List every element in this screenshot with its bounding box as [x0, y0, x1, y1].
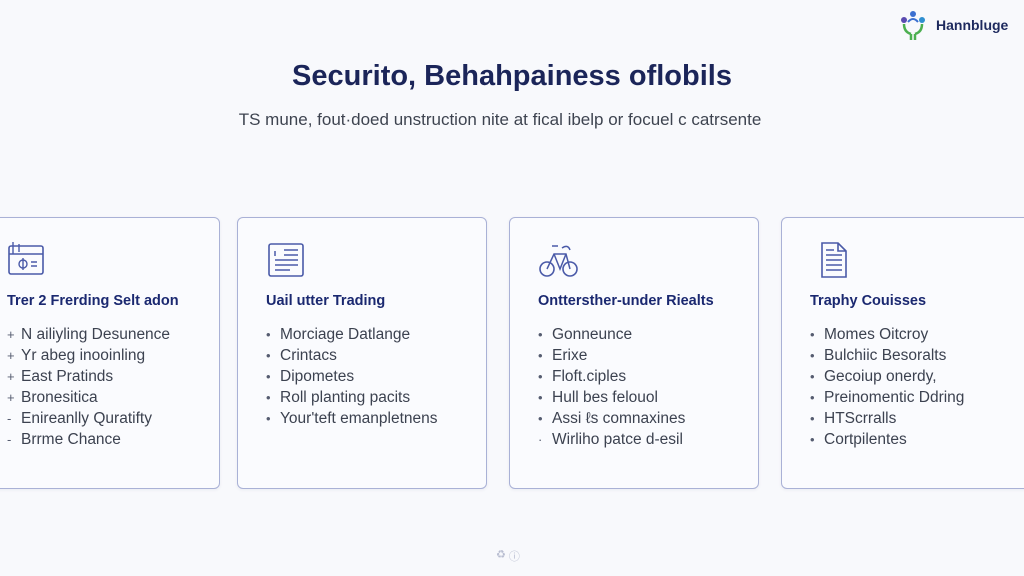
list-item: •Erixe: [538, 347, 588, 364]
card-1: Trer 2 Frerding Selt adon +N ailiyling D…: [0, 217, 220, 489]
card-list: •Momes Oitcroy •Bulchiic Besoralts •Geco…: [810, 324, 964, 450]
list-item: +N ailiyling Desunence: [7, 326, 171, 343]
brand-logo: Hannbluge: [896, 10, 1008, 40]
slide-pager: ♻ ⓘ: [496, 548, 520, 564]
list-item: •Morciage Datlange: [266, 326, 411, 343]
accessibility-icon[interactable]: ♻: [496, 549, 506, 561]
people-tree-logo-icon: [901, 11, 925, 40]
list-item: -Brrme Chance: [7, 431, 121, 448]
list-item: +Yr abeg inooinling: [7, 347, 146, 364]
card-4: Traphy Couisses •Momes Oitcroy •Bulchiic…: [781, 217, 1024, 489]
list-item: •HTScrralls: [810, 410, 897, 427]
list-item: •Preinomentic Ddring: [810, 389, 965, 406]
list-item: •Bulchiic Besoralts: [810, 347, 947, 364]
list-item: •Your'teft emanpletnens: [266, 410, 438, 427]
page-subtitle: TS mune, fout·doed unstruction nite at f…: [238, 110, 762, 129]
list-item: •Gonneunce: [538, 326, 633, 343]
list-item: +East Pratinds: [7, 368, 114, 385]
bicycle-icon: [539, 245, 578, 277]
list-item: ·Wirliho patce d-esil: [538, 431, 683, 448]
card-list: •Morciage Datlange •Crintacs •Dipometes …: [266, 324, 438, 429]
card-title: Traphy Couisses: [810, 293, 927, 309]
card-title: Uail utter Trading: [266, 293, 386, 309]
list-item: •Momes Oitcroy: [810, 326, 929, 343]
list-item: •Assi ℓs comnaxines: [538, 410, 686, 427]
list-item: •Dipometes: [266, 368, 355, 385]
list-item: •Cortpilentes: [810, 431, 907, 448]
folder-dollar-icon: [8, 242, 44, 275]
brand-name: Hannbluge: [936, 17, 1009, 33]
page-title: Securito, Behahpainess oflobils: [292, 60, 732, 92]
card-title: Onttersther-under Riealts: [538, 293, 714, 309]
card-list: •Gonneunce •Erixe •Floft.ciples •Hull be…: [538, 324, 685, 450]
list-item: •Floft.ciples: [538, 368, 627, 385]
card-title: Trer 2 Frerding Selt adon: [7, 293, 179, 309]
document-lines-icon: [268, 243, 304, 277]
list-item: •Hull bes felouol: [538, 389, 658, 406]
info-circle-icon[interactable]: ⓘ: [508, 551, 520, 563]
list-item: •Roll planting pacits: [266, 389, 411, 406]
list-item: +Bronesitica: [7, 389, 98, 406]
list-item: •Crintacs: [266, 347, 337, 364]
list-item: •Gecoiup onerdy,: [810, 368, 937, 385]
card-list: +N ailiyling Desunence +Yr abeg inooinli…: [7, 324, 170, 450]
card-2: Uail utter Trading •Morciage Datlange •C…: [237, 217, 487, 489]
list-item: -Enireanlly Quratifty: [7, 410, 152, 427]
card-3: Onttersther-under Riealts •Gonneunce •Er…: [509, 217, 759, 489]
file-text-icon: [821, 242, 847, 278]
